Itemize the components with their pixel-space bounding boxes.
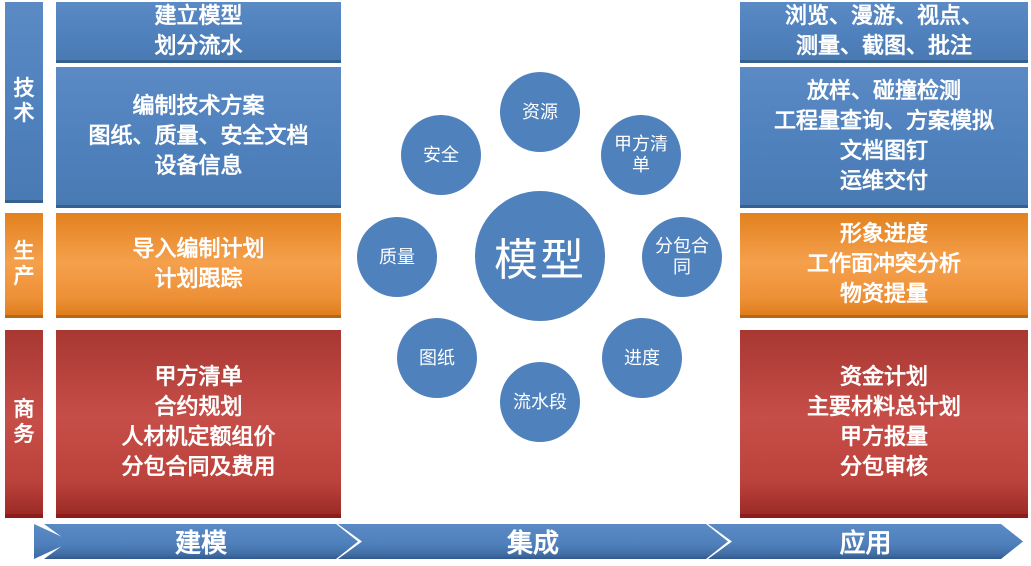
circle-subcontract: 分包合同 <box>642 217 722 297</box>
left-box-tech-plan-line: 图纸、质量、安全文档 <box>88 123 309 148</box>
left-box-modeling: 建立模型 划分流水 <box>56 2 341 63</box>
circle-model-label: 模型 <box>494 236 586 285</box>
circle-subcontract-label: 分包合同 <box>655 236 709 277</box>
left-box-schedule-plan-line: 计划跟踪 <box>154 266 243 291</box>
right-box-analysis-line: 工程量查询、方案模拟 <box>773 108 994 133</box>
circle-quality-label: 质量 <box>379 246 415 267</box>
left-box-modeling-line: 建立模型 <box>154 3 243 28</box>
left-box-commerce-items-line: 人材机定额组价 <box>121 424 276 449</box>
right-box-commerce-apps-line: 分包审核 <box>839 454 928 479</box>
banner-segment-modeling: 建模 <box>44 524 358 559</box>
rail-production: 生产 <box>5 213 43 318</box>
rail-production-label: 生产 <box>13 239 35 288</box>
right-box-viewing-line: 浏览、漫游、视点、 <box>784 3 983 28</box>
right-box-production-apps-line: 物资提量 <box>839 281 928 306</box>
circle-model-center: 模型 <box>475 191 605 321</box>
left-box-tech-plan-line: 编制技术方案 <box>132 93 265 118</box>
left-box-commerce-items: 甲方清单 合约规划 人材机定额组价 分包合同及费用 <box>56 330 341 518</box>
banner-segment-integration-label: 集成 <box>506 529 559 558</box>
circle-progress-label: 进度 <box>624 347 660 368</box>
banner-segment-application: 应用 <box>708 524 1023 559</box>
right-box-analysis: 放样、碰撞检测 工程量查询、方案模拟 文档图钉 运维交付 <box>740 67 1028 208</box>
circle-quality: 质量 <box>357 217 437 297</box>
right-box-commerce-apps-line: 资金计划 <box>839 364 928 389</box>
right-box-analysis-line: 文档图钉 <box>839 138 928 163</box>
circle-drawings: 图纸 <box>397 318 477 398</box>
left-box-modeling-line: 划分流水 <box>154 33 243 58</box>
right-box-commerce-apps-line: 主要材料总计划 <box>806 394 961 419</box>
left-box-commerce-items-line: 甲方清单 <box>154 364 243 389</box>
right-box-production-apps-line: 形象进度 <box>839 221 928 246</box>
circle-resource: 资源 <box>500 72 580 152</box>
circle-progress: 进度 <box>602 318 682 398</box>
circle-flow-section-label: 流水段 <box>513 391 567 412</box>
right-box-commerce-apps: 资金计划 主要材料总计划 甲方报量 分包审核 <box>740 330 1028 518</box>
rail-technology: 技术 <box>5 2 43 203</box>
circle-safety: 安全 <box>401 115 481 195</box>
circle-client-list: 甲方清单 <box>601 115 681 195</box>
rail-technology-label: 技术 <box>13 76 35 125</box>
circle-resource-label: 资源 <box>522 101 558 122</box>
rail-commerce: 商务 <box>5 330 43 518</box>
left-box-tech-plan-line: 设备信息 <box>154 153 243 178</box>
banner-segment-application-label: 应用 <box>839 529 892 558</box>
left-box-commerce-items-line: 合约规划 <box>154 394 243 419</box>
left-box-schedule-plan: 导入编制计划 计划跟踪 <box>56 213 341 318</box>
left-box-commerce-items-line: 分包合同及费用 <box>121 454 276 479</box>
right-box-analysis-line: 运维交付 <box>839 168 928 193</box>
circle-client-list-label: 甲方清单 <box>614 134 668 175</box>
right-box-commerce-apps-line: 甲方报量 <box>839 424 928 449</box>
circle-drawings-label: 图纸 <box>419 347 455 368</box>
left-box-tech-plan: 编制技术方案 图纸、质量、安全文档 设备信息 <box>56 67 341 208</box>
right-box-production-apps-line: 工作面冲突分析 <box>806 251 961 276</box>
right-box-viewing-line: 测量、截图、批注 <box>795 33 972 58</box>
circle-safety-label: 安全 <box>423 144 459 165</box>
right-box-production-apps: 形象进度 工作面冲突分析 物资提量 <box>740 213 1028 318</box>
right-box-analysis-line: 放样、碰撞检测 <box>806 78 961 103</box>
left-box-schedule-plan-line: 导入编制计划 <box>132 236 265 261</box>
right-box-viewing: 浏览、漫游、视点、 测量、截图、批注 <box>740 2 1028 63</box>
banner-segment-modeling-label: 建模 <box>174 529 227 558</box>
circle-flow-section: 流水段 <box>500 362 580 442</box>
rail-commerce-label: 商务 <box>13 397 35 446</box>
banner-segment-integration: 集成 <box>338 524 728 559</box>
